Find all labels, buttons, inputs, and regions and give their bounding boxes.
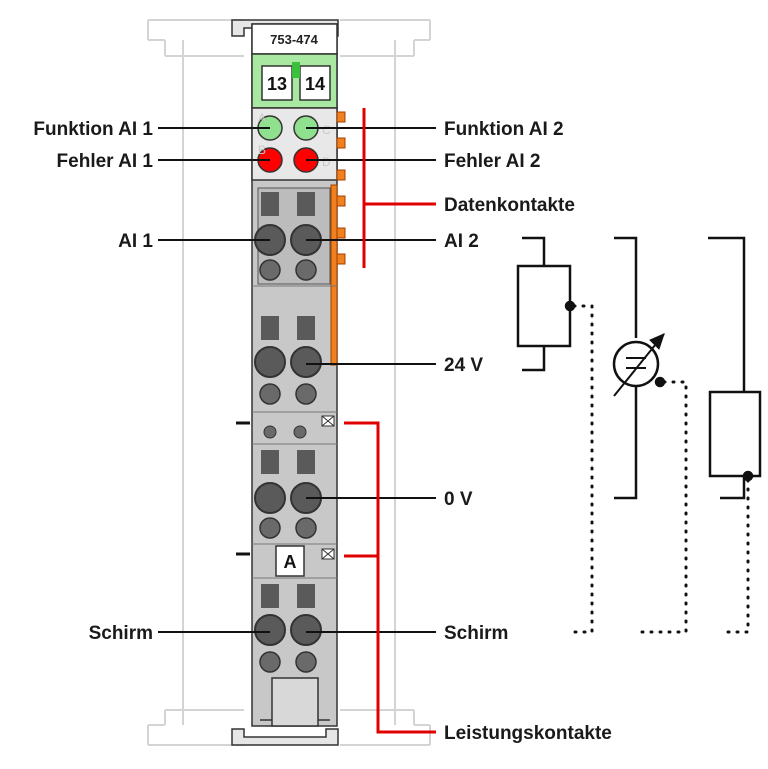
- label-fehler-ai1: Fehler AI 1: [57, 151, 154, 172]
- terminal-block-3: [252, 443, 337, 539]
- part-number: 753-474: [270, 32, 318, 47]
- right-leaders: [306, 127, 436, 633]
- label-funktion-ai1: Funktion AI 1: [33, 119, 153, 140]
- led-letter-c: C: [322, 123, 331, 137]
- label-ai2: AI 2: [444, 231, 479, 252]
- label-datenkontakte: Datenkontakte: [444, 195, 575, 216]
- terminal-14-box: [299, 65, 331, 101]
- led-letter-d: D: [322, 155, 331, 169]
- marker-row: [236, 543, 337, 577]
- led-letter-a: A: [258, 111, 266, 125]
- label-schirm-left: Schirm: [89, 623, 153, 644]
- label-leistungskontakte: Leistungskontakte: [444, 723, 612, 744]
- data-contacts-bracket: [362, 108, 436, 268]
- label-ai1: AI 1: [118, 231, 153, 252]
- terminal-block-1: [254, 187, 331, 285]
- housing-outline: [147, 19, 431, 746]
- label-fehler-ai2: Fehler AI 2: [444, 151, 540, 172]
- led-letter-b: B: [258, 143, 266, 157]
- status-window: [292, 62, 300, 78]
- sensor-resistor-2-symbol: [708, 236, 762, 500]
- label-funktion-ai2: Funktion AI 2: [444, 119, 564, 140]
- power-contacts-bracket: [344, 421, 436, 734]
- module-header: [251, 23, 338, 55]
- terminal-block-4: [252, 577, 337, 673]
- shield-wires: [568, 304, 750, 634]
- label-24v: 24 V: [444, 355, 483, 376]
- terminal-13-label: 13: [267, 74, 287, 94]
- sensor-adjustable-symbol: [612, 236, 666, 500]
- release-latch: [231, 677, 339, 746]
- left-leaders: [158, 127, 270, 633]
- terminal-block-2: [252, 285, 337, 405]
- terminal-13-box: [261, 65, 293, 101]
- marker-label: A: [284, 552, 297, 572]
- label-0v: 0 V: [444, 489, 473, 510]
- label-schirm-right: Schirm: [444, 623, 508, 644]
- terminal-14-label: 14: [305, 74, 325, 94]
- power-contact-row-1: [236, 411, 337, 439]
- sensor-resistor-symbol: [516, 236, 576, 372]
